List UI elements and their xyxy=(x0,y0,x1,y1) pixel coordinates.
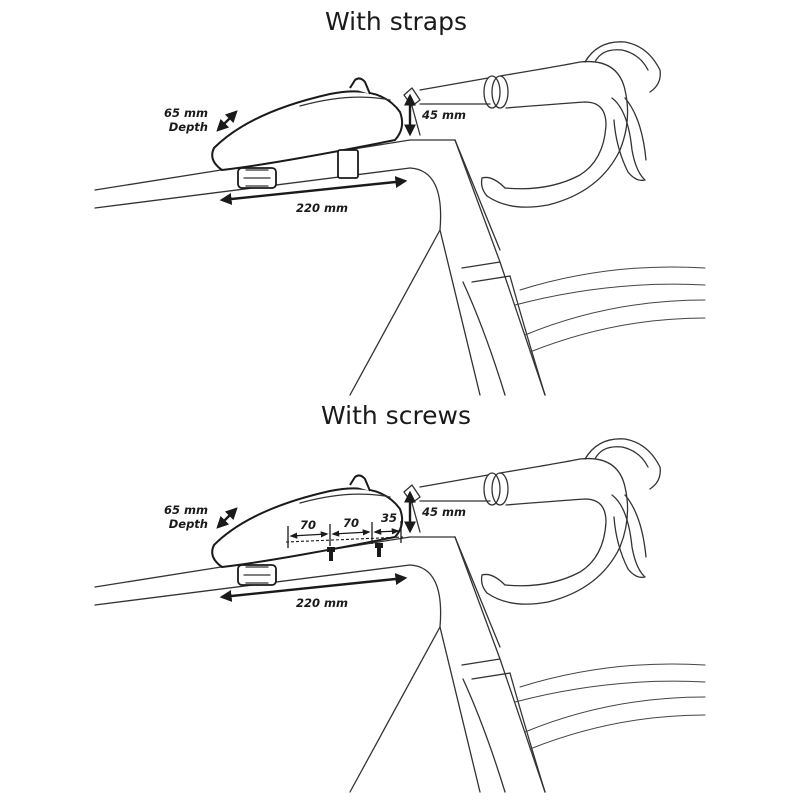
length-label-2: 220 mm xyxy=(296,596,348,610)
straps-title: With straps xyxy=(325,7,467,36)
straps-panel: With straps 65 mm Depth 45 mm 220 mm xyxy=(94,7,706,396)
length-arrow xyxy=(219,176,408,205)
depth-label: Depth xyxy=(169,120,208,134)
screws-panel: With screws 70 70 35 65 xyxy=(94,401,706,793)
screws-title: With screws xyxy=(321,401,471,430)
bike-frame-drawing xyxy=(94,41,706,396)
spacing-2: 70 xyxy=(343,516,359,530)
screw-icon xyxy=(327,547,335,552)
depth-value: 65 mm xyxy=(164,106,208,120)
bike-frame-drawing-2 xyxy=(94,438,706,793)
screw-icon-shaft xyxy=(329,552,333,561)
mount-spacing: 70 70 35 xyxy=(285,511,404,561)
length-label: 220 mm xyxy=(296,201,348,215)
screw-icon-2 xyxy=(375,543,383,548)
top-tube-bag xyxy=(211,77,404,189)
height-label: 45 mm xyxy=(421,108,466,122)
height-label-2: 45 mm xyxy=(421,505,466,519)
spacing-1: 70 xyxy=(300,518,316,532)
depth-label-2: Depth xyxy=(169,517,208,531)
depth-value-2: 65 mm xyxy=(164,503,208,517)
depth-arrow xyxy=(216,110,238,132)
length-arrow-2 xyxy=(219,573,408,602)
spacing-3: 35 xyxy=(381,511,397,525)
depth-arrow-2 xyxy=(216,507,238,529)
screw-icon-2-shaft xyxy=(377,548,381,557)
